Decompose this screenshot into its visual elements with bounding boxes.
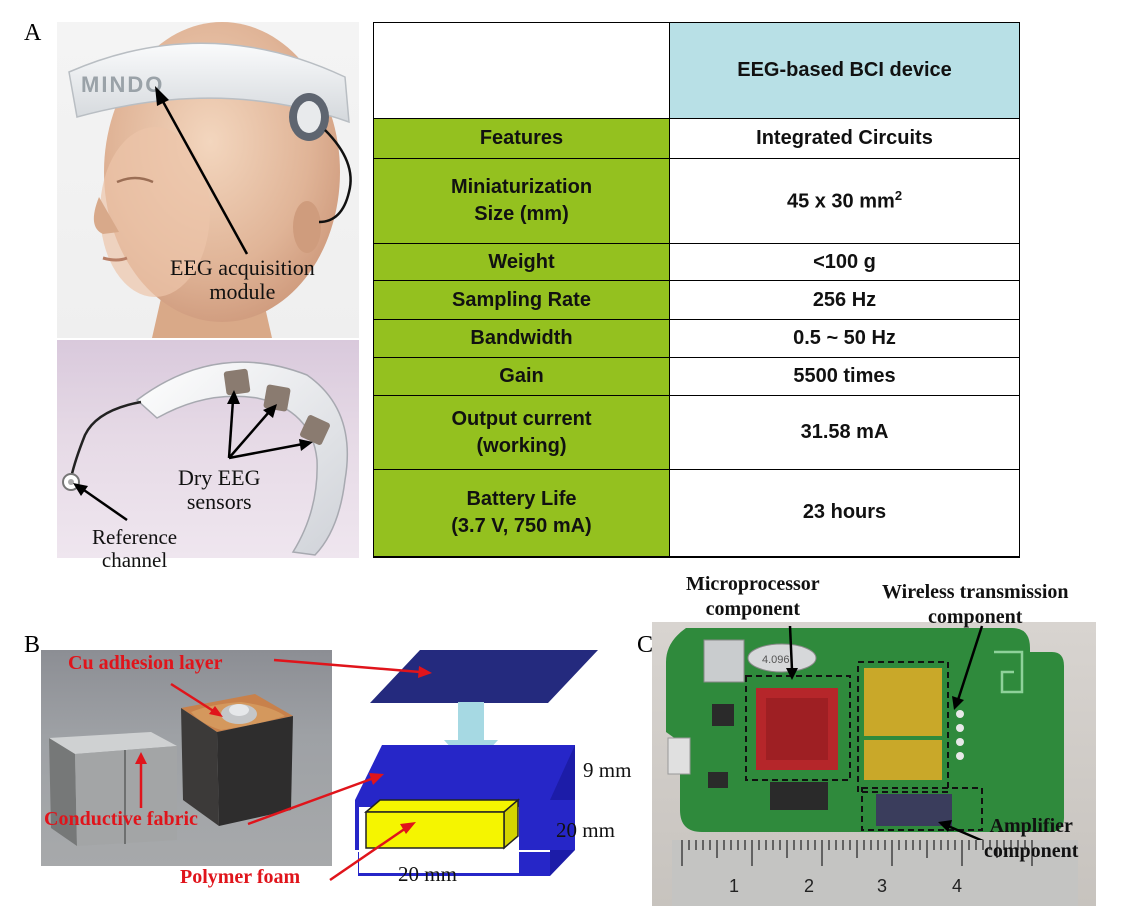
table-value-cell: 0.5 ~ 50 Hz [669, 319, 1020, 358]
table-row: Weight <100 g [373, 243, 1020, 281]
reference-channel-caption: Reference channel [92, 525, 178, 573]
table-value-cell: 23 hours [669, 469, 1020, 558]
table-row: Bandwidth 0.5 ~ 50 Hz [373, 319, 1020, 358]
ruler-tick-marks [681, 840, 1033, 866]
ruler-number: 4 [952, 876, 962, 896]
table-feature-cell: Bandwidth [373, 319, 670, 358]
table-row: Gain 5500 times [373, 357, 1020, 396]
table-feature-cell: Output current(working) [373, 395, 670, 470]
microprocessor-component-label: Microprocessor component [686, 573, 820, 620]
device-spec-table: EEG-based BCI device Features Integrated… [373, 22, 1020, 558]
table-value-cell: Integrated Circuits [669, 118, 1020, 159]
table-feature-cell: Battery Life(3.7 V, 750 mA) [373, 469, 670, 558]
conductive-fabric-label: Conductive fabric [44, 808, 198, 830]
amplifier-component-label: Amplifier component [984, 815, 1079, 862]
ruler-number: 2 [804, 876, 814, 896]
panel-label-b: B [24, 632, 41, 658]
fabric-sensor-illustration [49, 682, 293, 846]
ruler-number: 1 [729, 876, 739, 896]
table-row: Output current(working) 31.58 mA [373, 395, 1020, 470]
table-feature-cell: Features [373, 118, 670, 159]
head-mannequin-photo: MINDO [57, 22, 359, 338]
table-value-cell: 45 x 30 mm2 [669, 158, 1020, 244]
table-value-cell: <100 g [669, 243, 1020, 281]
fabric-sensor-photo [41, 650, 332, 866]
table-feature-cell: Sampling Rate [373, 280, 670, 320]
cu-plate-shape [370, 650, 598, 703]
mindo-logo: MINDO [81, 72, 164, 97]
table-row: Battery Life(3.7 V, 750 mA) 23 hours [373, 469, 1020, 558]
crystal-label: 4.096 [762, 654, 790, 666]
ruler-ticks: 1 2 3 4 [681, 840, 1033, 896]
eeg-acquisition-caption: EEG acquisition module [170, 255, 315, 305]
table-row: Features Integrated Circuits [373, 118, 1020, 159]
panel-label-c: C [637, 632, 654, 658]
polymer-foam-label: Polymer foam [180, 866, 301, 888]
height-dimension-label: 9 mm [583, 758, 632, 782]
table-row: Sampling Rate 256 Hz [373, 280, 1020, 320]
width-dimension-label: 20 mm [398, 862, 457, 886]
ruler-icon [672, 840, 1078, 906]
wireless-transmission-component-label: Wireless transmission component [882, 581, 1069, 628]
panel-label-a: A [24, 20, 42, 46]
table-feature-cell: Weight [373, 243, 670, 281]
table-feature-cell: Gain [373, 357, 670, 396]
depth-dimension-label: 20 mm [556, 818, 615, 842]
head-mannequin-illustration: MINDO [68, 22, 352, 338]
table-column-header: EEG-based BCI device [669, 22, 1020, 119]
dry-eeg-sensors-caption: Dry EEG sensors [178, 465, 261, 515]
sensor-layer-diagram [247, 650, 598, 882]
cu-adhesion-layer-label: Cu adhesion layer [68, 652, 223, 674]
table-header-row: EEG-based BCI device [373, 22, 1020, 119]
pcb-board-illustration: 4.096 [666, 625, 1078, 906]
headband-sensor-photo [57, 340, 359, 558]
headband-sensor-illustration [62, 361, 349, 556]
table-value-cell: 31.58 mA [669, 395, 1020, 470]
table-value-cell: 256 Hz [669, 280, 1020, 320]
ruler-number: 3 [877, 876, 887, 896]
table-value-cell: 5500 times [669, 357, 1020, 396]
table-header-empty-cell [373, 22, 670, 119]
pcb-board-photo: 4.096 [652, 622, 1096, 906]
